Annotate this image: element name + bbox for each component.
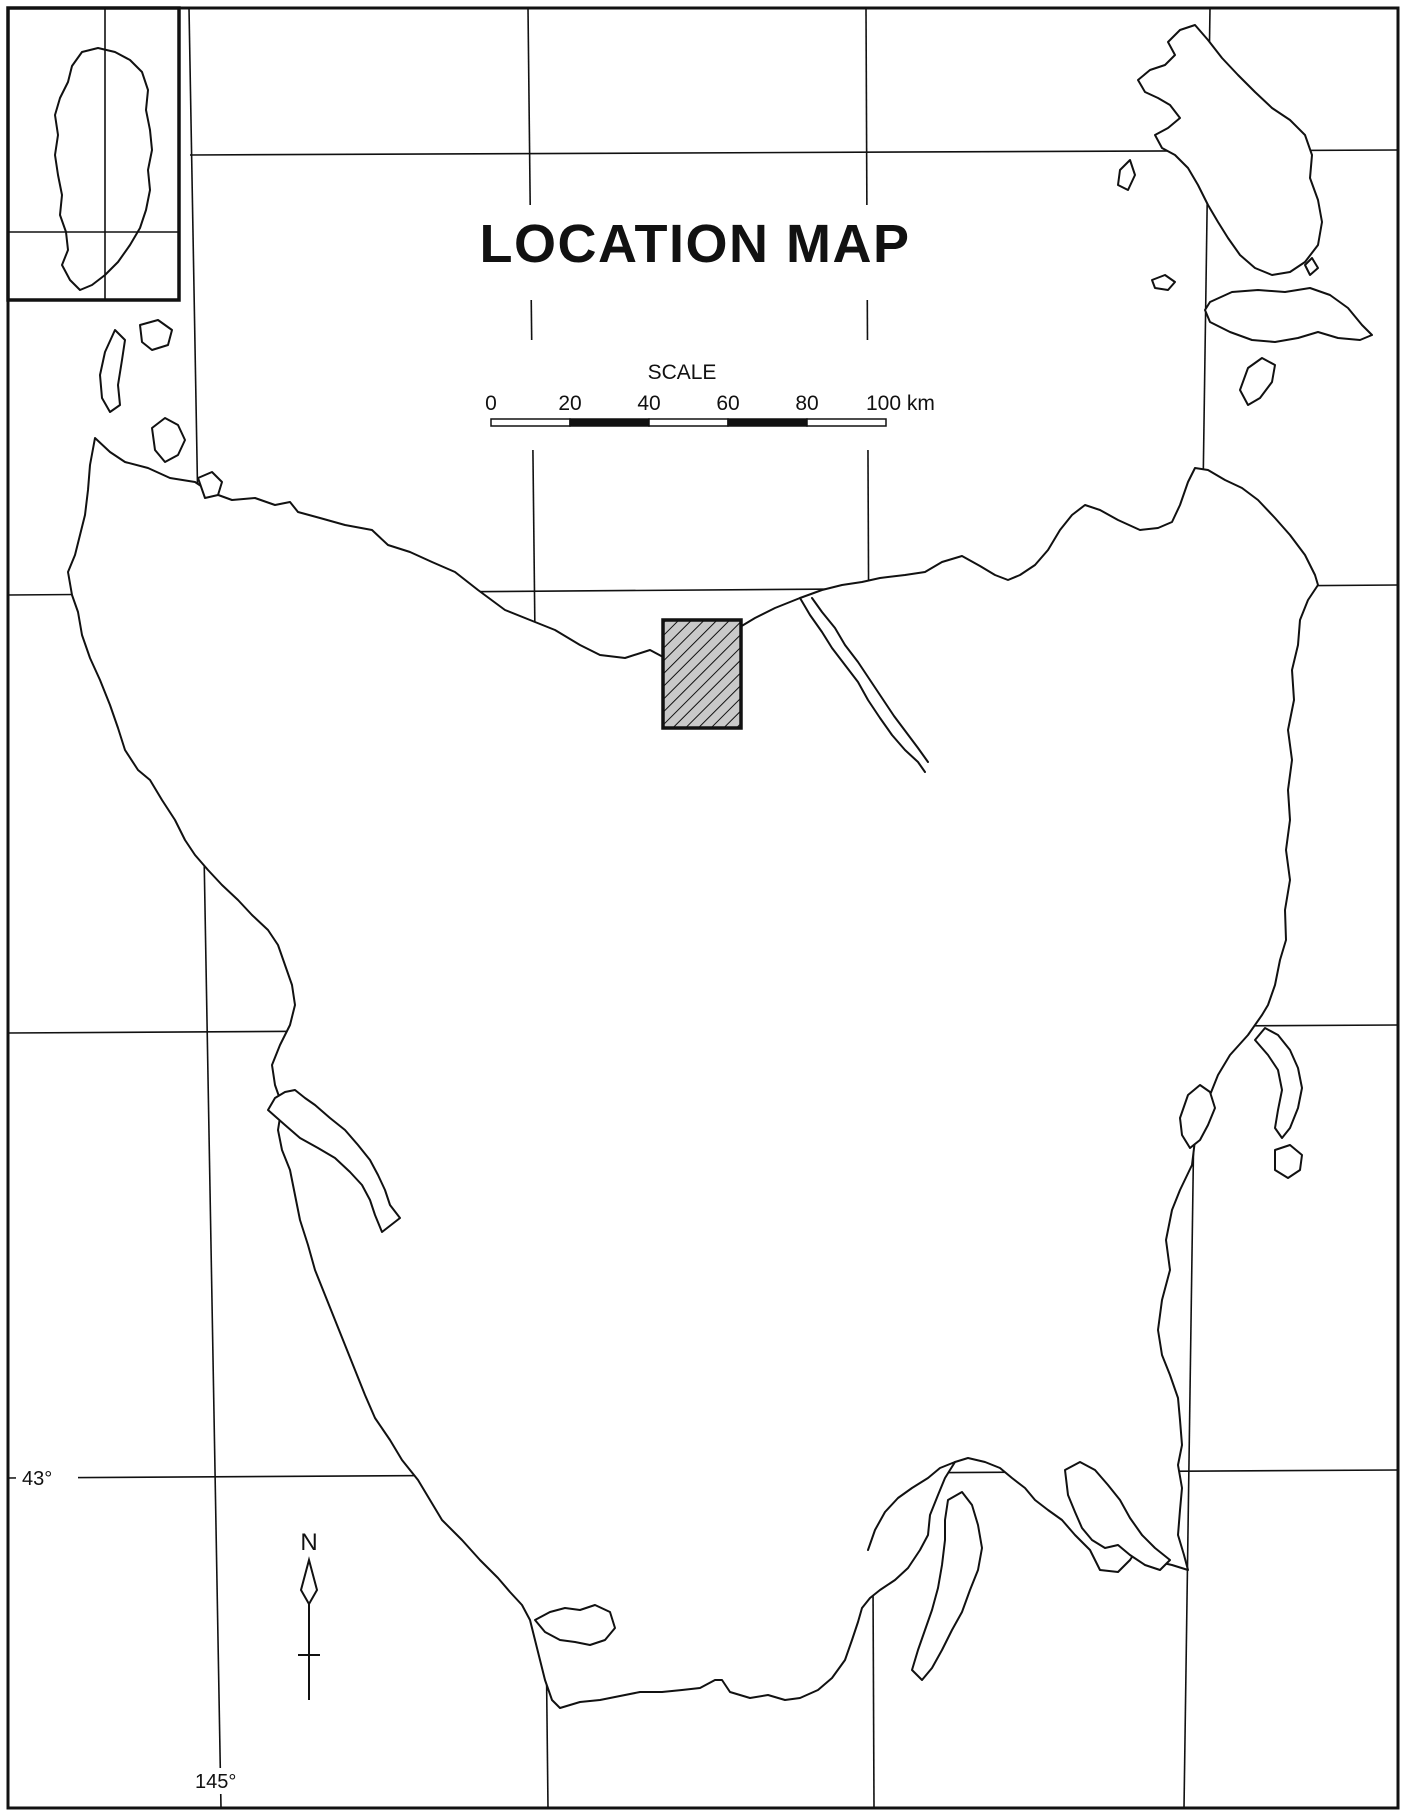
furneaux-islet-1 — [1117, 159, 1136, 191]
scale-mask — [470, 340, 960, 450]
furneaux-islet-2 — [1151, 274, 1176, 291]
scale-segment-2 — [569, 418, 650, 427]
north-arrow: N — [298, 1529, 320, 1700]
furneaux-islet-3 — [1304, 257, 1319, 276]
scale-segment-1 — [490, 418, 571, 427]
study-area-box — [661, 618, 743, 730]
macquarie-harbour — [267, 1089, 401, 1233]
inset-frame — [6, 6, 181, 302]
king-island-islet — [139, 319, 173, 351]
maria-island — [1179, 1084, 1216, 1149]
robbins-island — [197, 471, 223, 499]
latitude-label: 43° — [22, 1468, 52, 1490]
scale-tick-40: 40 — [637, 392, 660, 415]
freycinet-peninsula — [1254, 1027, 1303, 1139]
scale-segment-4 — [727, 418, 808, 427]
scale-tick-20: 20 — [558, 392, 581, 415]
scale-tick-100: 100 km — [866, 392, 935, 415]
scale-tick-80: 80 — [795, 392, 818, 415]
tamar-river-bank — [811, 597, 929, 763]
tasman-peninsula — [1064, 1461, 1171, 1571]
inset-map — [6, 6, 181, 302]
king-island — [99, 329, 126, 413]
schouten-island — [1274, 1144, 1303, 1179]
title-mask — [455, 205, 935, 300]
north-arrow-icon — [299, 1556, 319, 1607]
north-label: N — [300, 1529, 317, 1556]
longitude-label: 145° — [195, 1771, 236, 1793]
inset-landmass-outline — [54, 47, 153, 291]
tasmania-mainland-coastline — [67, 437, 1319, 1709]
map-frame — [6, 6, 1400, 1810]
derwent-river — [867, 1461, 956, 1551]
hunter-island — [151, 417, 186, 463]
map-title: LOCATION MAP — [480, 214, 911, 274]
scale-tick-0: 0 — [485, 392, 497, 415]
scale-bar: SCALE 0 20 40 60 80 100 km — [485, 361, 935, 427]
longitude-label-mask — [190, 1768, 252, 1794]
grid-line-vertical-1 — [188, 7, 222, 1809]
scale-segment-5 — [806, 418, 887, 427]
clarke-island — [1239, 357, 1276, 406]
tamar-river — [799, 597, 926, 773]
cape-barren-island — [1204, 287, 1373, 343]
flinders-island — [1137, 24, 1323, 276]
bruny-island — [911, 1491, 983, 1681]
scale-segment-3 — [648, 418, 729, 427]
scale-tick-60: 60 — [716, 392, 739, 415]
latitude-label-mask — [16, 1464, 78, 1490]
bathurst-harbour — [534, 1604, 616, 1646]
scale-label: SCALE — [648, 361, 717, 384]
